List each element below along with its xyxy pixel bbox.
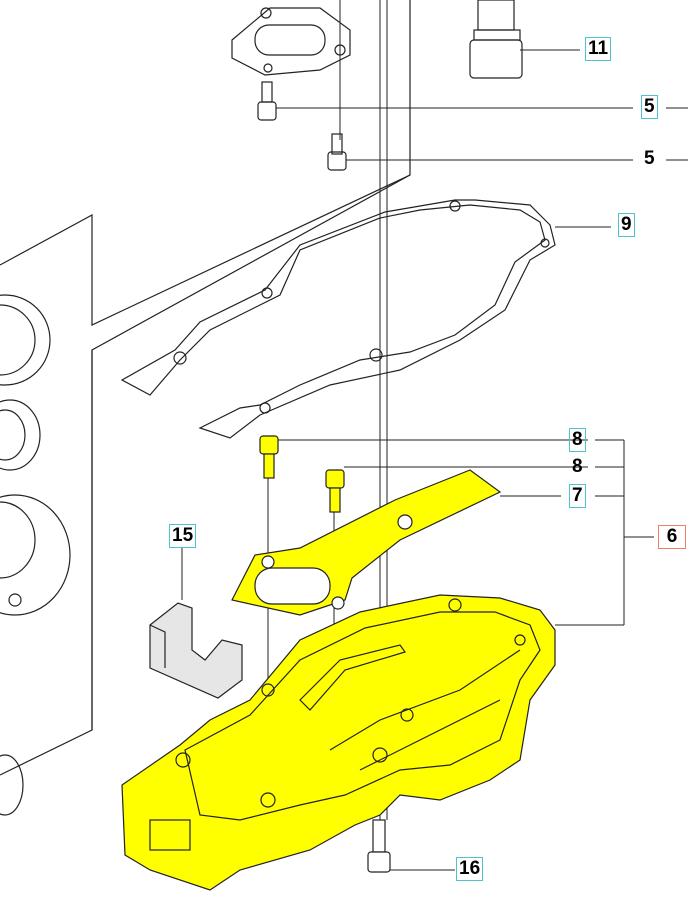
background-panels [0,0,411,776]
leader-lines [181,49,688,871]
callout-7[interactable]: 7 [569,484,586,508]
callout-15[interactable]: 15 [169,524,197,548]
callout-5a[interactable]: 5 [641,95,658,119]
callout-16[interactable]: 16 [456,857,484,881]
bolt-8a [259,435,279,479]
top-gasket [231,7,351,76]
callout-8b[interactable]: 8 [572,456,583,477]
callout-9[interactable]: 9 [618,213,635,237]
bolt-16 [367,819,391,873]
block-15 [149,602,243,699]
plate-7 [231,469,502,616]
callout-11[interactable]: 11 [585,37,612,61]
bolt-5a [257,81,277,121]
callout-8a[interactable]: 8 [569,428,586,452]
gasket-9 [120,199,556,439]
left-partial-parts [0,294,71,816]
part-11-fitting [469,0,523,79]
callout-5b[interactable]: 5 [644,148,655,169]
callout-6[interactable]: 6 [658,525,686,549]
bolt-5b [327,133,347,171]
housing-6 [121,594,556,891]
bolt-8b [325,469,345,513]
